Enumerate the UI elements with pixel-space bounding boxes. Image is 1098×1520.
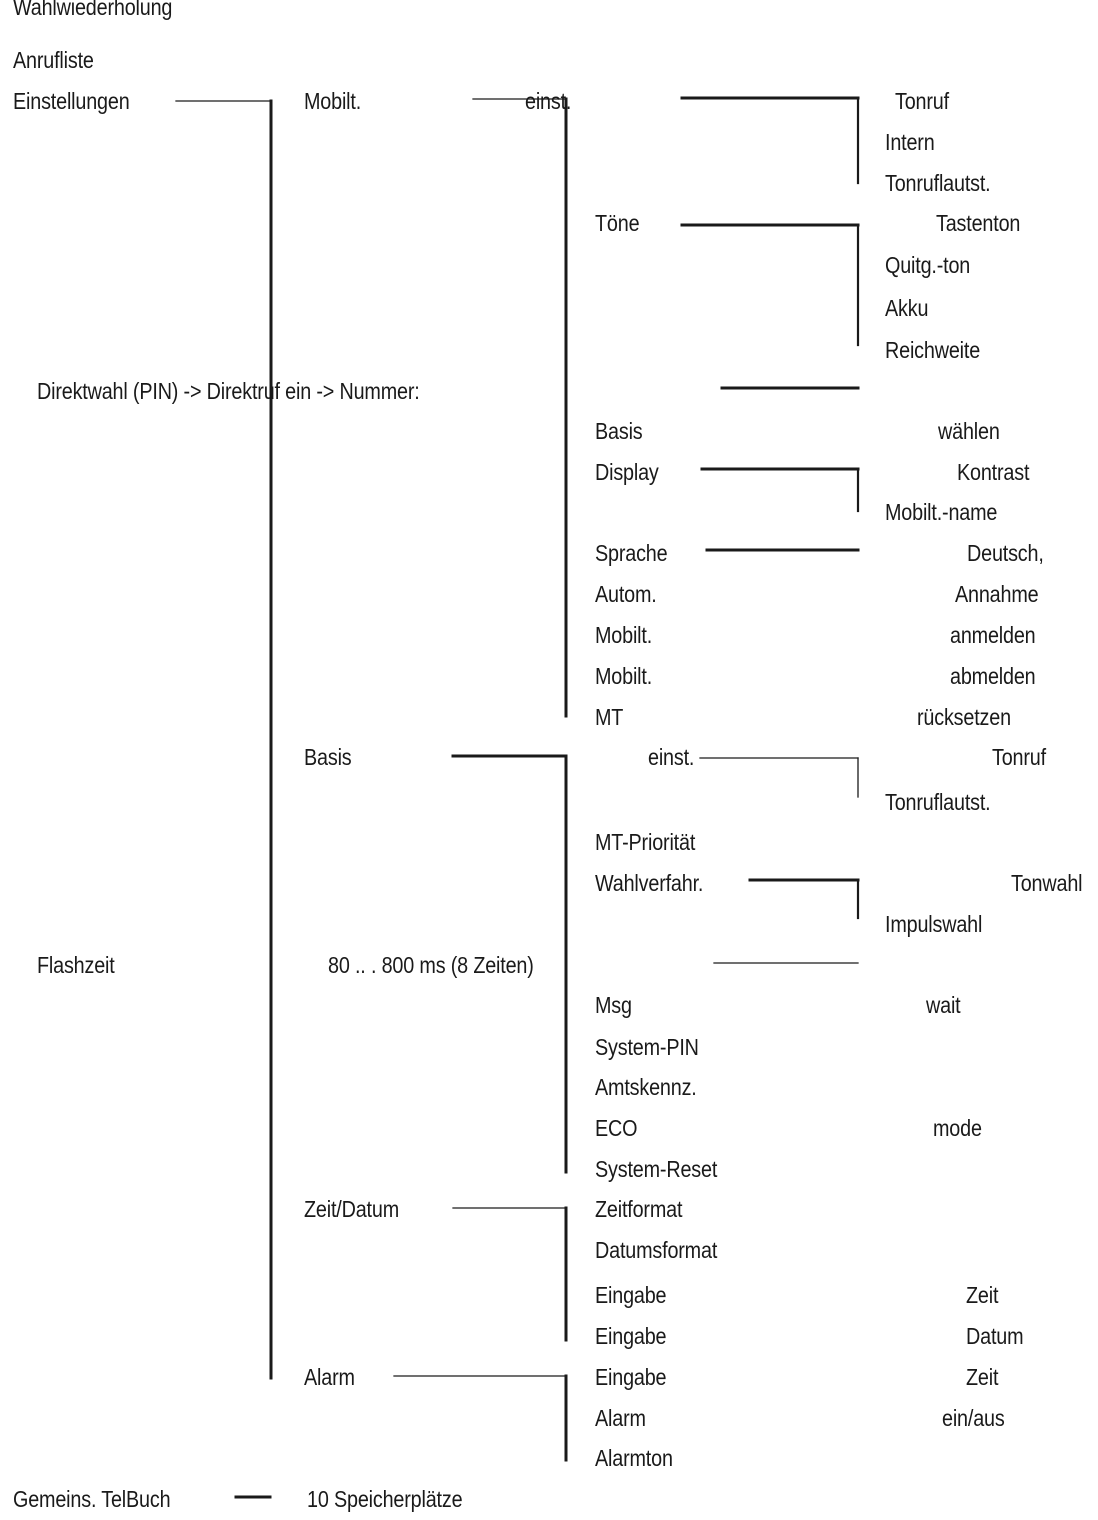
detail-kontrast: Kontrast: [957, 459, 1030, 485]
mobilt-abmelden-label: Mobilt.: [595, 663, 653, 689]
level2-basis: Basis: [304, 744, 352, 770]
detail-quitg-ton: Quitg.-ton: [885, 252, 971, 278]
level2-mobilt: Mobilt.: [304, 88, 362, 114]
zeit-datum-eingabe-zeit: Eingabe: [595, 1282, 667, 1308]
zeit-datum-datumsformat: Datumsformat: [595, 1237, 718, 1263]
detail-reichweite: Reichweite: [885, 337, 981, 363]
basis-amtskennz: Amtskennz.: [595, 1074, 697, 1100]
basis-system-reset: System-Reset: [595, 1156, 718, 1182]
basis-wahlverfahr: Wahlverfahr.: [595, 870, 704, 896]
level2-alarm: Alarm: [304, 1364, 355, 1390]
basis-detail-tonwahl: Tonwahl: [1011, 870, 1083, 896]
basis-system-pin: System-PIN: [595, 1034, 699, 1060]
menu-anrufliste: Anrufliste: [13, 47, 94, 73]
basis-eco: ECO: [595, 1115, 638, 1141]
basis-detail-mode: mode: [933, 1115, 982, 1141]
mobilt-einst: einst.: [525, 88, 572, 114]
alarm-ein-aus: ein/aus: [942, 1405, 1005, 1431]
basis-mt-prioritaet: MT-Priorität: [595, 829, 696, 855]
detail-abmelden: abmelden: [950, 663, 1036, 689]
basis-detail-wait: wait: [926, 992, 961, 1018]
level2-zeit-datum: Zeit/Datum: [304, 1196, 400, 1222]
detail-deutsch: Deutsch,: [967, 540, 1044, 566]
menu-einstellungen: Einstellungen: [13, 88, 130, 114]
flashzeit-value: 80 .. . 800 ms (8 Zeiten): [328, 952, 534, 978]
alarm-zeit: Zeit: [966, 1364, 999, 1390]
mobilt-display: Display: [595, 459, 659, 485]
mobilt-mt: MT: [595, 704, 624, 730]
menu-direktwahl: Direktwahl (PIN) -> Direktruf ein -> Num…: [37, 378, 420, 404]
detail-ruecksetzen: rücksetzen: [917, 704, 1011, 730]
mobilt-anmelden-label: Mobilt.: [595, 622, 653, 648]
basis-detail-tonruflautst: Tonruflautst.: [885, 789, 991, 815]
menu-gemeins-telbuch: Gemeins. TelBuch: [13, 1486, 171, 1512]
zeit-datum-datum: Datum: [966, 1323, 1024, 1349]
mobilt-sprache: Sprache: [595, 540, 668, 566]
detail-waehlen: wählen: [938, 418, 1000, 444]
zeit-datum-zeit: Zeit: [966, 1282, 999, 1308]
basis-detail-impulswahl: Impulswahl: [885, 911, 983, 937]
basis-einst: einst.: [648, 744, 695, 770]
telbuch-speicherplaetze: 10 Speicherplätze: [307, 1486, 463, 1512]
alarm-eingabe: Eingabe: [595, 1364, 667, 1390]
detail-tonruf: Tonruf: [895, 88, 949, 114]
detail-tonruflautst: Tonruflautst.: [885, 170, 991, 196]
basis-detail-tonruf: Tonruf: [992, 744, 1046, 770]
alarm-alarm: Alarm: [595, 1405, 646, 1431]
detail-tastenton: Tastenton: [936, 210, 1021, 236]
menu-flashzeit: Flashzeit: [37, 952, 115, 978]
menu-wahlwiederholung: Wahlwiederholung: [13, 0, 173, 20]
zeit-datum-eingabe-datum: Eingabe: [595, 1323, 667, 1349]
zeit-datum-zeitformat: Zeitformat: [595, 1196, 683, 1222]
wahlwiederholung-clip: Wahlwiederholung: [0, 0, 260, 20]
basis-msg: Msg: [595, 992, 632, 1018]
detail-anmelden: anmelden: [950, 622, 1036, 648]
detail-annahme: Annahme: [955, 581, 1039, 607]
mobilt-autom: Autom.: [595, 581, 657, 607]
mobilt-basis: Basis: [595, 418, 643, 444]
detail-akku: Akku: [885, 295, 929, 321]
alarm-alarmton: Alarmton: [595, 1445, 673, 1471]
mobilt-toene: Töne: [595, 210, 640, 236]
detail-intern: Intern: [885, 129, 935, 155]
detail-mobilt-name: Mobilt.-name: [885, 499, 998, 525]
